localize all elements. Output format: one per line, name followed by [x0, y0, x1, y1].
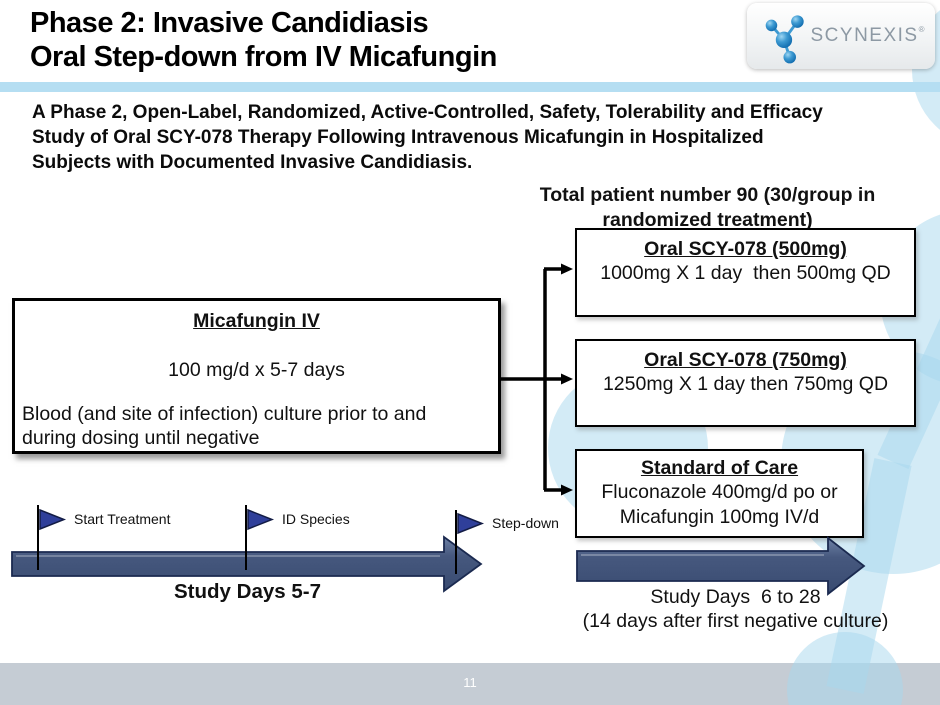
arm-detail: 1000mg X 1 day then 500mg QD: [600, 262, 891, 284]
registered-mark: ®: [918, 25, 925, 34]
page-title-line2: Oral Step-down from IV Micafungin: [30, 41, 497, 73]
page-title-line1: Phase 2: Invasive Candidiasis: [30, 7, 429, 39]
logo-wordmark: SCYNEXIS®: [810, 25, 925, 46]
flag-label-id-species: ID Species: [282, 511, 350, 527]
study-description-line1: A Phase 2, Open-Label, Randomized, Activ…: [32, 102, 823, 123]
randomization-note: Total patient number 90 (30/group in ran…: [500, 183, 915, 233]
oral-timeline-caption-line2: (14 days after first negative culture): [582, 610, 889, 632]
arm-box-scy078-750mg: Oral SCY-078 (750mg) 1250mg X 1 day then…: [575, 339, 916, 427]
micafungin-iv-dose: 100 mg/d x 5-7 days: [168, 359, 345, 381]
study-description-line3: Subjects with Documented Invasive Candid…: [32, 152, 473, 173]
micafungin-iv-note-line1: Blood (and site of infection) culture pr…: [22, 403, 427, 425]
oral-timeline-caption: Study Days 6 to 28 (14 days after first …: [558, 585, 913, 633]
arm-box-scy078-500mg: Oral SCY-078 (500mg) 1000mg X 1 day then…: [575, 228, 916, 317]
page-title: Phase 2: Invasive Candidiasis Oral Step-…: [30, 6, 497, 74]
flag-label-start-treatment: Start Treatment: [74, 511, 171, 527]
arm-title: Oral SCY-078 (500mg): [644, 238, 847, 260]
arm-box-standard-of-care: Standard of Care Fluconazole 400mg/d po …: [575, 449, 864, 538]
arm-detail: Micafungin 100mg IV/d: [619, 505, 820, 528]
arm-detail: Fluconazole 400mg/d po or: [601, 481, 838, 503]
arm-title: Oral SCY-078 (750mg): [644, 349, 847, 371]
micafungin-iv-title: Micafungin IV: [193, 310, 320, 332]
arm-title: Standard of Care: [640, 457, 799, 479]
molecule-icon: [765, 15, 804, 64]
randomization-note-line2: randomized treatment): [602, 209, 813, 231]
micafungin-iv-box: Micafungin IV 100 mg/d x 5-7 days Blood …: [12, 298, 501, 454]
flag-label-step-down: Step-down: [492, 515, 559, 531]
page-number: 11: [463, 675, 477, 690]
oral-timeline-caption-line1: Study Days 6 to 28: [650, 586, 821, 608]
micafungin-iv-note: Blood (and site of infection) culture pr…: [15, 402, 498, 450]
study-description: A Phase 2, Open-Label, Randomized, Activ…: [32, 100, 932, 175]
randomization-note-line1: Total patient number 90 (30/group in: [539, 184, 876, 206]
company-logo: SCYNEXIS®: [747, 3, 935, 69]
micafungin-iv-note-line2: during dosing until negative: [22, 427, 260, 449]
header-divider-band: [0, 82, 940, 92]
footer-bar: [0, 663, 940, 705]
iv-timeline-caption: Study Days 5-7: [174, 580, 321, 603]
study-description-line2: Study of Oral SCY-078 Therapy Following …: [32, 127, 764, 148]
arm-detail: 1250mg X 1 day then 750mg QD: [602, 373, 889, 395]
